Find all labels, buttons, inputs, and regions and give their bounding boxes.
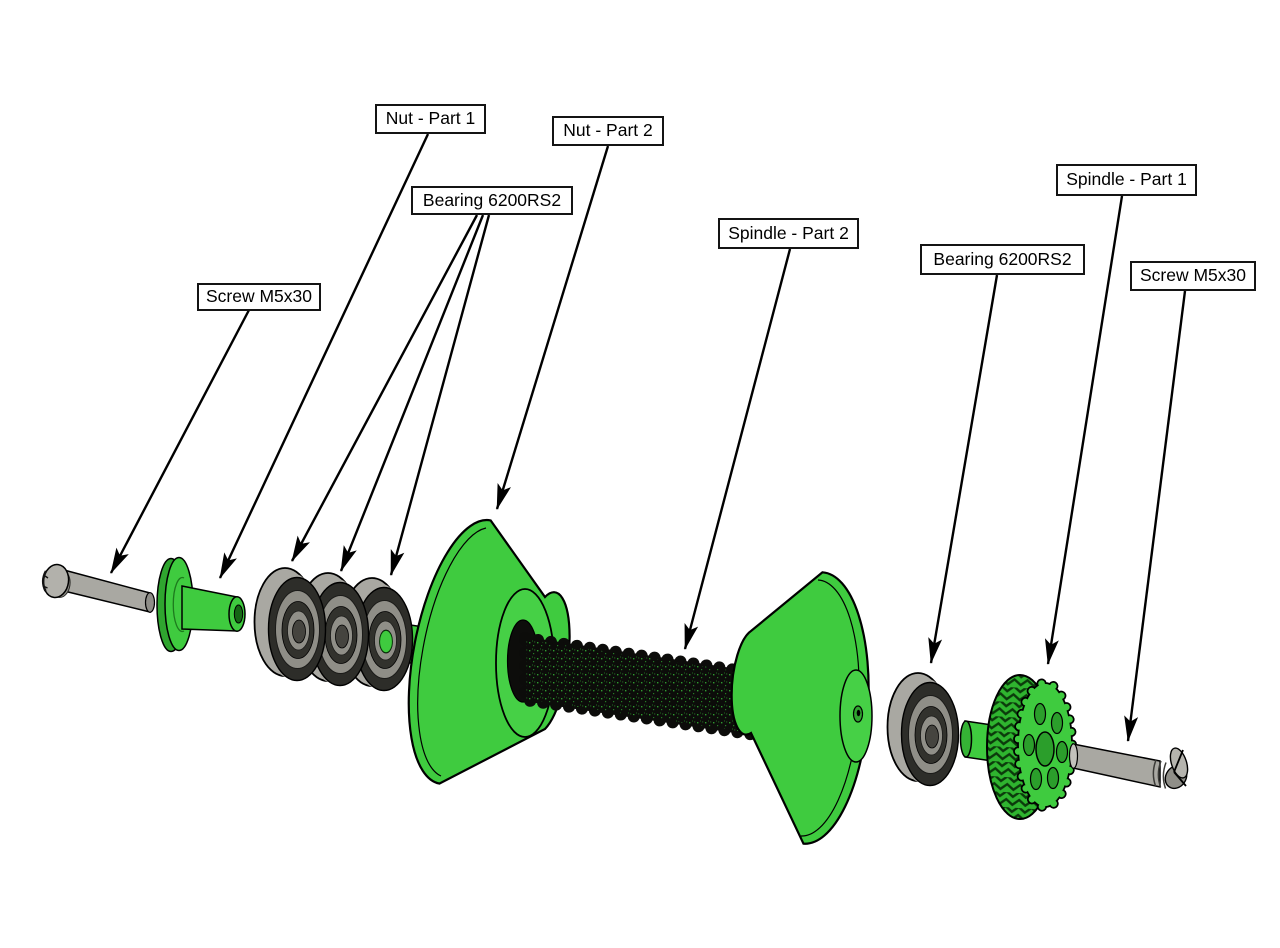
leader-nut-part-2 [495, 145, 610, 510]
spindle2-center-hole [856, 709, 861, 717]
leader-bearing-left-3 [389, 214, 491, 576]
screw-m5x30-right-part [1068, 743, 1189, 790]
screw-left-tip [144, 592, 156, 613]
label-bearing-6200rs2-left: Bearing 6200RS2 [411, 186, 573, 215]
screw-left-slot-notch [42, 574, 49, 589]
leader-screw-right [1124, 290, 1187, 742]
nut-part-1-part [156, 556, 246, 653]
leader-bearing-left-2 [339, 214, 485, 572]
spindle-part-1-gear-part [959, 674, 1077, 820]
label-screw-m5x30-right: Screw M5x30 [1130, 261, 1256, 291]
spindle-part-2-cone-part [730, 571, 873, 845]
label-spindle-part-2: Spindle - Part 2 [718, 218, 859, 249]
label-nut-part-2: Nut - Part 2 [552, 116, 664, 146]
nut1-flange-fillet [172, 576, 185, 633]
spindle2-cone-body [730, 571, 870, 845]
gear-lightening-holes [1022, 702, 1069, 791]
screw-left-shaft [63, 569, 151, 613]
gear-hub-end [959, 720, 973, 758]
leader-spindle-part-1 [1044, 195, 1124, 665]
nut2-base-rim [417, 527, 487, 777]
bearing-right [886, 672, 960, 787]
label-screw-m5x30-left: Screw M5x30 [197, 283, 321, 311]
gear-center-bore [1035, 731, 1055, 767]
screw-right-thread-rings [1152, 759, 1167, 789]
leader-spindle-part-2 [683, 248, 792, 650]
label-nut-part-1: Nut - Part 1 [375, 104, 486, 134]
spindle-part-2-threaded-shaft-part [519, 631, 762, 742]
nut1-bore [233, 604, 244, 624]
screw-m5x30-left-part [41, 563, 156, 613]
screw-right-slot [1173, 749, 1187, 787]
callout-leader-lines [109, 133, 1187, 742]
leader-screw-left [109, 309, 251, 574]
bearing-3-bore-shaft [379, 630, 393, 653]
leader-bearing-left-1 [290, 214, 479, 562]
leader-bearing-right [928, 274, 999, 664]
screw-left-slot [41, 570, 48, 592]
leader-nut-part-1 [218, 133, 430, 579]
screw-right-end [1068, 743, 1079, 769]
label-bearing-6200rs2-right: Bearing 6200RS2 [920, 244, 1085, 275]
screw-right-shaft [1072, 743, 1161, 788]
bearing-stack-left [253, 567, 414, 692]
label-spindle-part-1: Spindle - Part 1 [1056, 164, 1197, 196]
